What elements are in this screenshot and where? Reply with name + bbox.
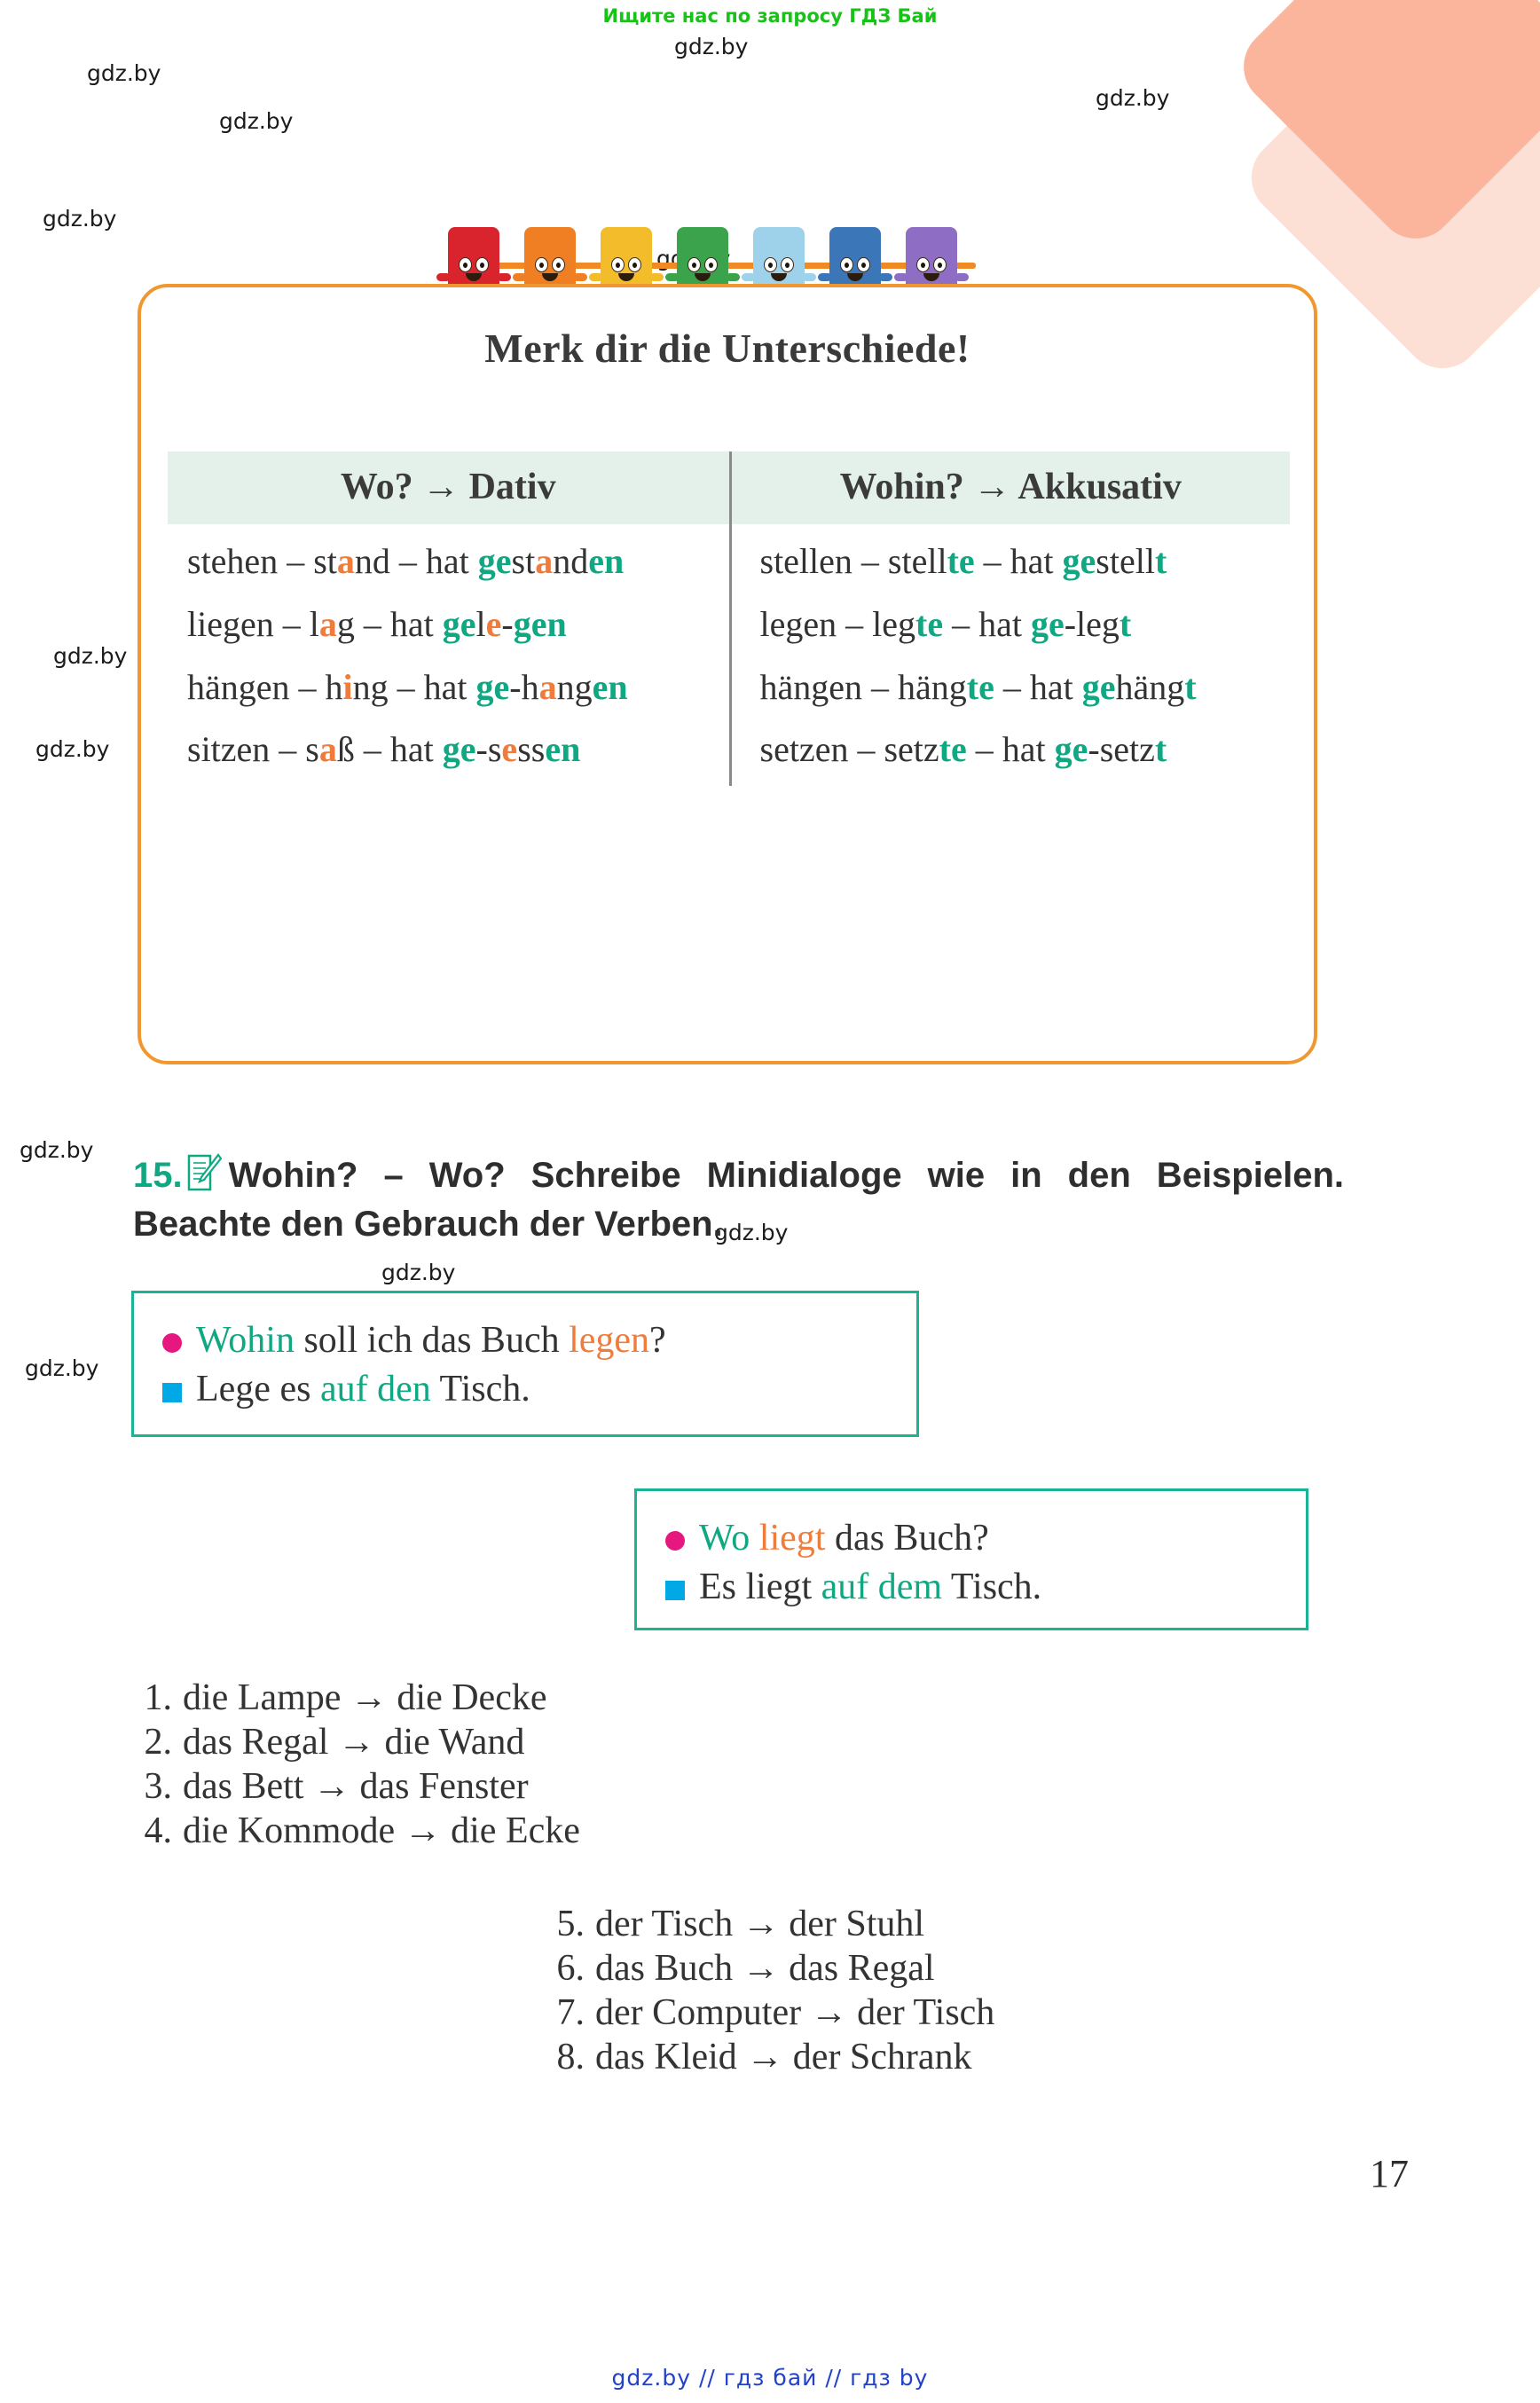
list-item: 6.das Buch → das Regal xyxy=(546,1947,994,1991)
list-item-number: 3. xyxy=(144,1765,173,1807)
list-item: 2.das Regal → die Wand xyxy=(133,1721,580,1765)
table-row: hängen – hängte – hat gehängt xyxy=(759,666,1197,707)
list-item: 5.der Tisch → der Stuhl xyxy=(546,1903,994,1947)
write-pencil-icon xyxy=(186,1153,222,1203)
watermark-tile: gdz.by xyxy=(87,60,161,86)
table-row: sitzen – saß – hat ge-sessen xyxy=(187,729,581,770)
list-item: 7.der Computer → der Tisch xyxy=(546,1991,995,2036)
table-row: stellen – stellte – hat gestellt xyxy=(759,541,1167,581)
watermark-tile: gdz.by xyxy=(1096,85,1170,111)
colored-pencils-illustration xyxy=(436,220,976,304)
grammar-rule-box: Merk dir die Unterschiede! Wo? → Dativ W… xyxy=(138,284,1317,1064)
exercise-number: 15. xyxy=(133,1156,183,1195)
list-item-number: 7. xyxy=(556,1991,585,2033)
dialogue-answer-line: Lege es auf den Tisch. xyxy=(162,1365,890,1414)
bullet-dot-icon xyxy=(162,1333,182,1354)
bullet-square-icon xyxy=(665,1580,685,1600)
example-dialogue-box-wo: Wo liegt das Buch? Es liegt auf dem Tisc… xyxy=(634,1488,1308,1630)
dialogue-answer-line: Es liegt auf dem Tisch. xyxy=(665,1563,1279,1612)
list-item-number: 8. xyxy=(556,2036,585,2077)
watermark-bottom-banner: gdz.by // гдз бай // гдз by xyxy=(611,2365,929,2391)
watermark-tile: gdz.by xyxy=(53,643,128,669)
list-item-text: das Bett → das Fenster xyxy=(183,1765,529,1807)
column-header-akkusativ: Wohin? → Akkusativ xyxy=(728,452,1291,524)
table-column-dativ: stehen – stand – hat gestanden liegen – … xyxy=(168,524,729,786)
list-item-number: 4. xyxy=(144,1810,173,1851)
verbs-table: Wo? → Dativ Wohin? → Akkusativ stehen – … xyxy=(168,452,1291,787)
table-header-row: Wo? → Dativ Wohin? → Akkusativ xyxy=(168,452,1290,524)
list-item: 3.das Bett → das Fenster xyxy=(133,1765,580,1810)
table-row: liegen – lag – hat gele-gen xyxy=(187,603,567,644)
list-item-text: der Computer → der Tisch xyxy=(595,1991,995,2033)
bullet-square-icon xyxy=(162,1382,182,1402)
list-item-text: der Tisch → der Stuhl xyxy=(595,1904,925,1944)
list-item-text: das Buch → das Regal xyxy=(595,1947,935,1989)
watermark-tile: gdz.by xyxy=(25,1355,99,1381)
table-row: legen – legte – hat ge-legt xyxy=(759,603,1132,644)
dialogue-question-line: Wohin soll ich das Buch legen? xyxy=(162,1316,890,1365)
list-item-number: 6. xyxy=(556,1947,585,1989)
list-item-text: die Kommode → die Ecke xyxy=(183,1810,580,1851)
dialogue-question-line: Wo liegt das Buch? xyxy=(665,1514,1279,1563)
list-item-number: 5. xyxy=(556,1904,585,1944)
watermark-tile: gdz.by xyxy=(219,108,294,134)
list-item-text: das Kleid → der Schrank xyxy=(595,2036,972,2077)
corner-square-front xyxy=(1227,0,1540,255)
watermark-tile: gdz.by xyxy=(20,1137,94,1163)
rule-box-title: Merk dir die Unterschiede! xyxy=(484,326,970,371)
list-item: 8.das Kleid → der Schrank xyxy=(546,2036,994,2080)
list-item-number: 1. xyxy=(144,1677,173,1718)
table-row: stehen – stand – hat gestanden xyxy=(187,541,625,581)
list-item: 1.die Lampe → die Decke xyxy=(133,1677,580,1721)
watermark-tile: gdz.by xyxy=(381,1260,456,1285)
list-item: 4.die Kommode → die Ecke xyxy=(133,1810,580,1854)
watermark-tile: gdz.by xyxy=(674,34,749,59)
bullet-dot-icon xyxy=(665,1531,685,1551)
table-row: hängen – hing – hat ge-hangen xyxy=(187,666,628,707)
list-item-text: die Lampe → die Decke xyxy=(183,1677,547,1718)
watermark-tile: gdz.by xyxy=(43,206,117,232)
table-column-akkusativ: stellen – stellte – hat gestellt legen –… xyxy=(728,524,1291,787)
list-item-text: das Regal → die Wand xyxy=(183,1721,525,1763)
exercise-heading: 15.Wohin? – Wo? Schreibe Minidialoge wie… xyxy=(133,1153,1344,1246)
watermark-tile: gdz.by xyxy=(35,736,110,762)
watermark-top-banner: Ищите нас по запросу ГДЗ Бай xyxy=(602,5,938,27)
list-item-number: 2. xyxy=(144,1721,173,1763)
example-dialogue-box-wohin: Wohin soll ich das Buch legen? Lege es a… xyxy=(131,1291,919,1437)
page-number: 17 xyxy=(1370,2152,1409,2195)
table-row: setzen – setzte – hat ge-setzt xyxy=(759,729,1167,770)
column-header-dativ: Wo? → Dativ xyxy=(340,467,556,507)
exercise-instruction-text: Wohin? – Wo? Schreibe Minidialoge wie in… xyxy=(133,1156,1344,1244)
